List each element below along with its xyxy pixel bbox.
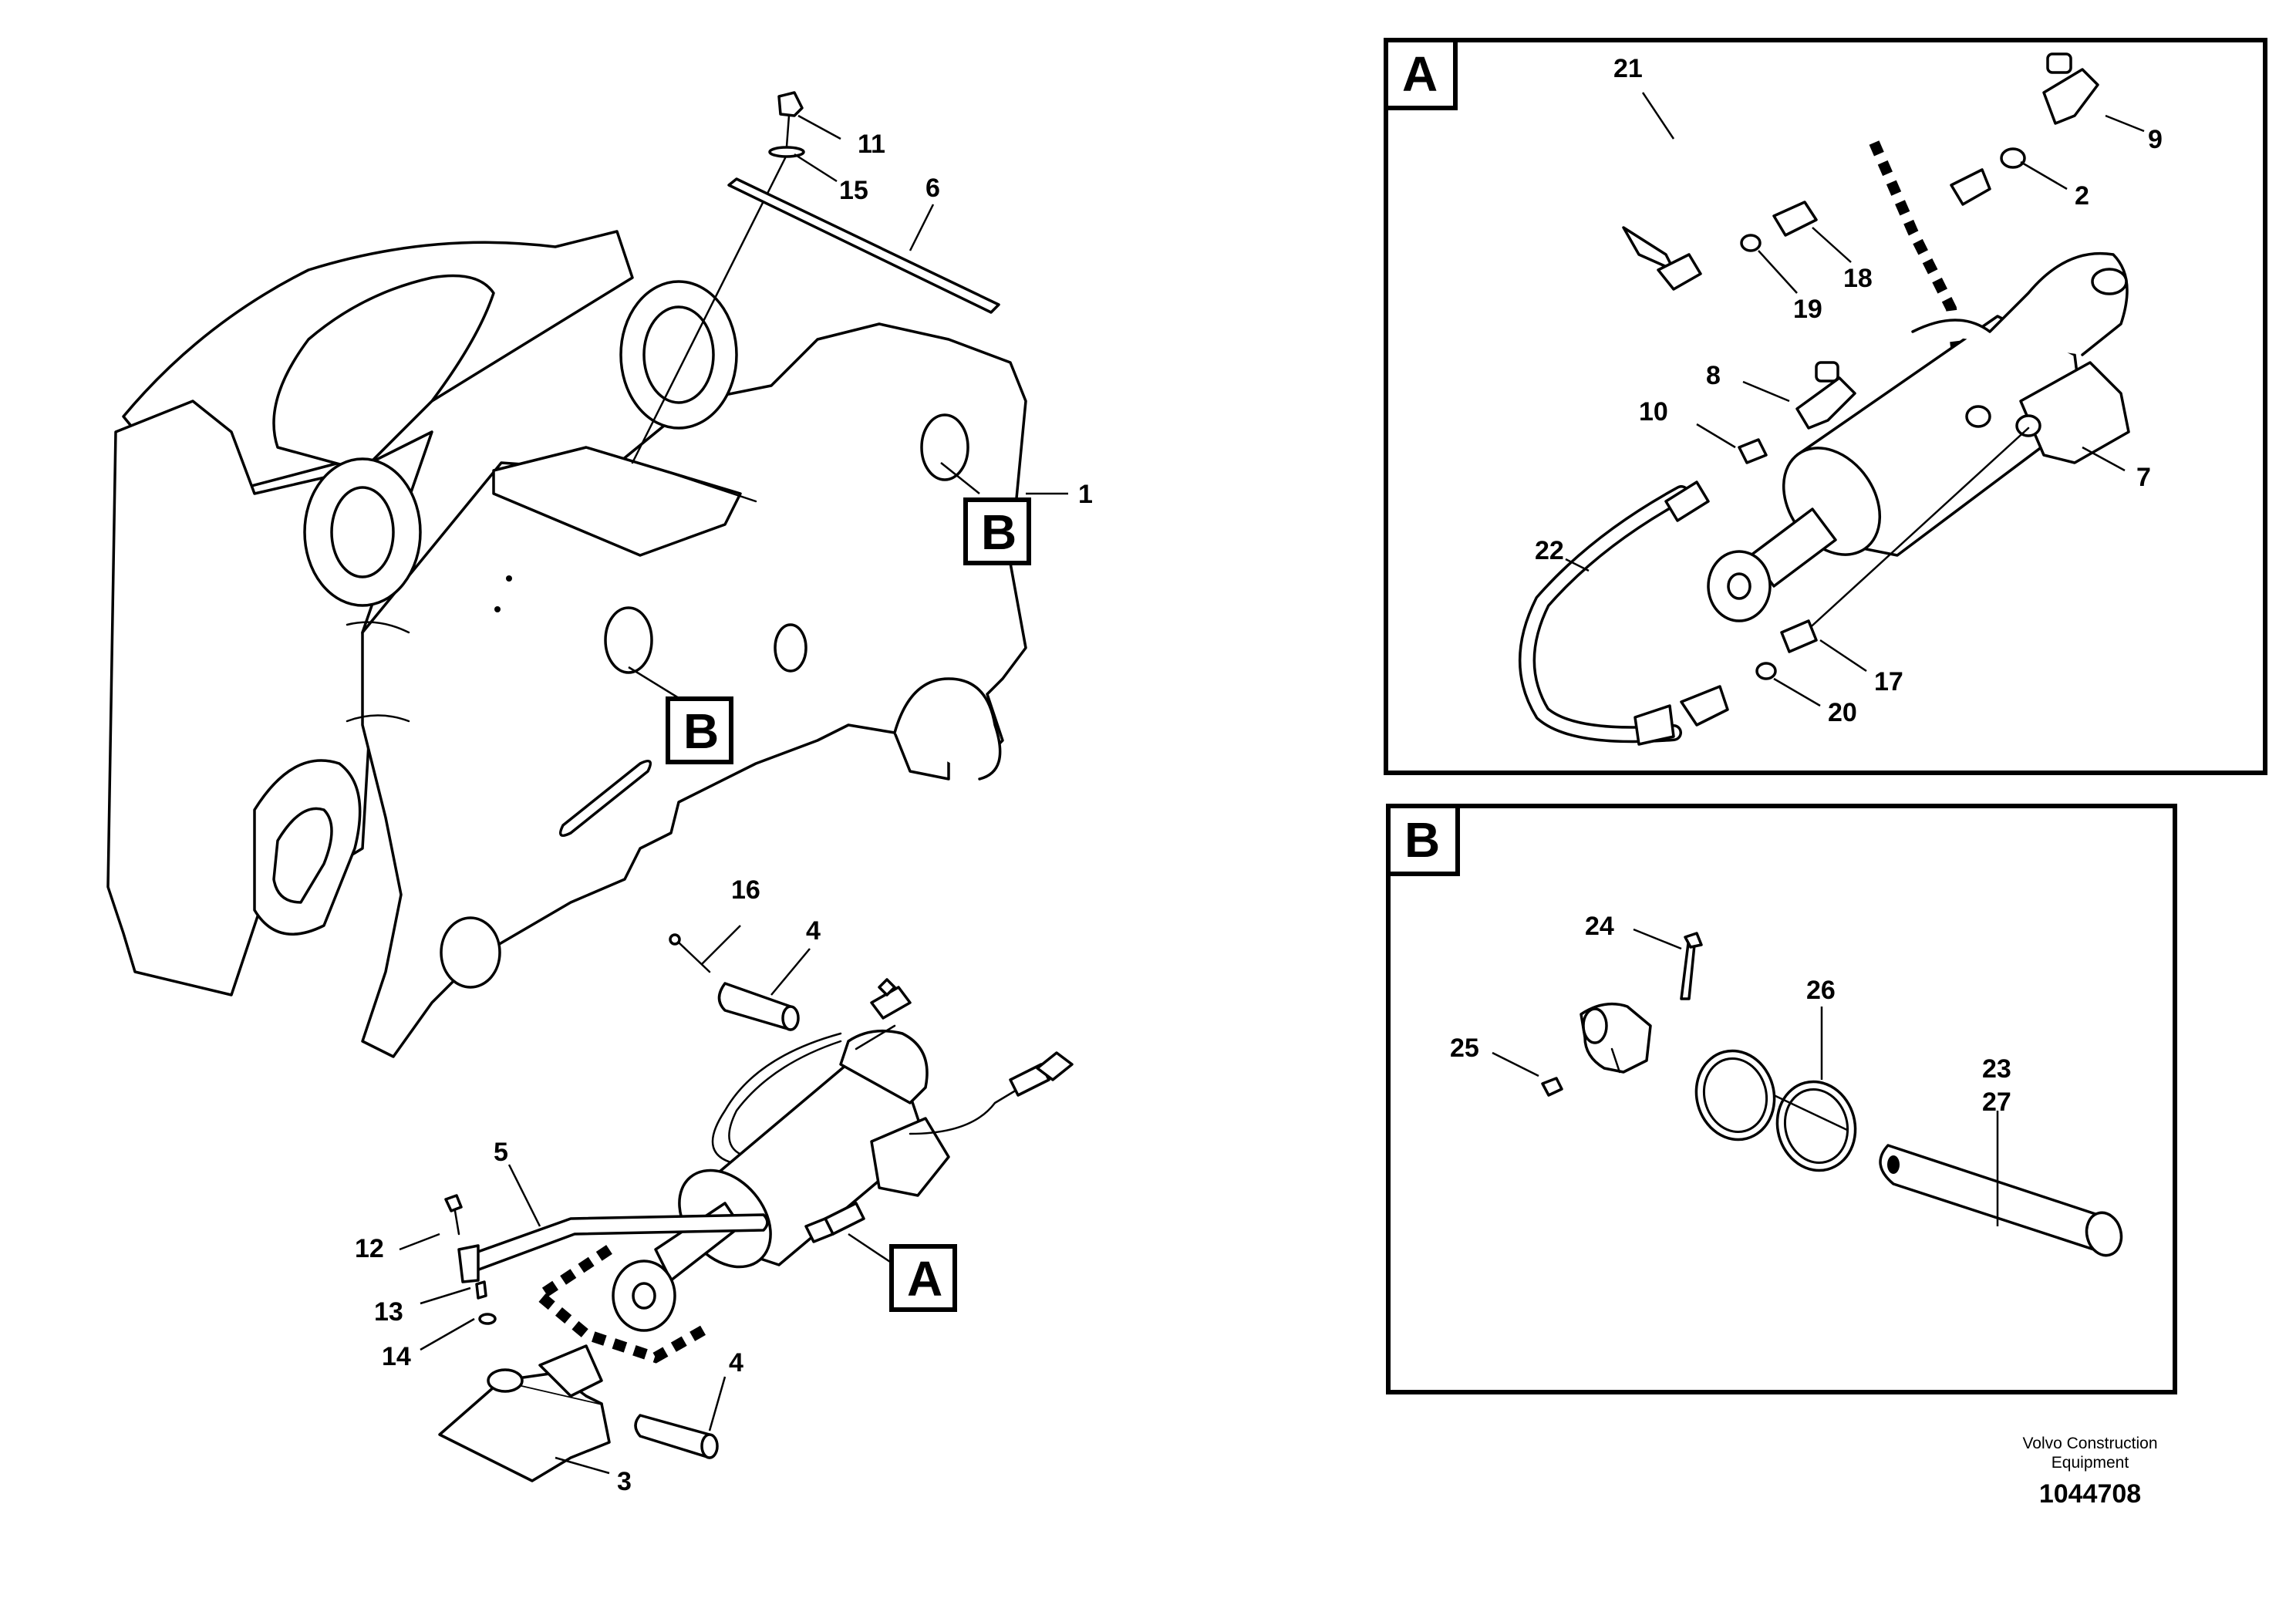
credit-block: Volvo Construction Equipment 1044708: [2022, 1435, 2157, 1509]
drawing-number: 1044708: [2039, 1479, 2141, 1509]
callout-9: 9: [2148, 125, 2163, 154]
callout-27: 27: [1982, 1088, 2011, 1117]
callout-21: 21: [1613, 54, 1643, 83]
part-12-bolt: [444, 1194, 463, 1236]
callout-4-lower: 4: [729, 1348, 743, 1378]
callout-22: 22: [1535, 536, 1564, 565]
svg-text:A: A: [907, 1251, 942, 1307]
svg-text:B: B: [981, 504, 1017, 560]
callout-20: 20: [1828, 698, 1857, 727]
callouts-main: 11 15 6 1 16 4 5 12 13 14 4 3: [355, 130, 1093, 1496]
callout-13: 13: [374, 1297, 403, 1327]
part-6-plate: [727, 177, 1000, 314]
part-4-pin-lower: [634, 1414, 719, 1459]
ref-box-b-lower: B: [666, 696, 733, 764]
callout-15: 15: [839, 176, 868, 205]
callout-16: 16: [731, 875, 760, 905]
callout-19: 19: [1793, 295, 1822, 324]
callout-25: 25: [1450, 1034, 1479, 1063]
leader-lines-detail-a: [1565, 92, 2145, 707]
callout-18: 18: [1843, 264, 1873, 293]
part-11-bolt: [631, 91, 804, 464]
callout-11: 11: [858, 130, 885, 159]
credit-company-line1: Volvo Construction: [2022, 1435, 2157, 1452]
detail-a-panel: A: [1384, 38, 2267, 775]
callouts-detail-b: 24 25 26 23 27: [1450, 912, 2011, 1117]
callout-14: 14: [382, 1342, 411, 1371]
svg-text:B: B: [683, 703, 719, 759]
part-4-pin-upper: [717, 982, 800, 1031]
detail-b-label: B: [1404, 812, 1440, 868]
detail-b-panel: B: [1386, 804, 2177, 1394]
callout-4-upper: 4: [806, 916, 821, 946]
part-13-washer: [475, 1280, 487, 1300]
quick-coupler-frame: [106, 230, 1027, 1058]
callout-12: 12: [355, 1234, 384, 1263]
detail-a-label: A: [1402, 46, 1438, 102]
callout-26: 26: [1806, 976, 1836, 1005]
callout-8: 8: [1706, 361, 1721, 390]
callout-5: 5: [494, 1138, 508, 1167]
leader-lines-main: [399, 114, 1068, 1475]
callout-6: 6: [925, 174, 940, 203]
ref-box-a: A: [889, 1244, 957, 1312]
callout-17: 17: [1874, 667, 1903, 696]
part-16-screw: [669, 933, 711, 973]
lock-cylinder-assembly: [531, 978, 1074, 1364]
callout-10: 10: [1639, 397, 1668, 427]
part-14-washer: [478, 1313, 497, 1325]
ref-box-b-upper: B: [963, 497, 1031, 565]
leader-lines-detail-b: [1492, 928, 1999, 1226]
credit-company-line2: Equipment: [2052, 1454, 2129, 1472]
callout-2: 2: [2075, 181, 2089, 211]
callout-3: 3: [617, 1467, 632, 1496]
part-5-rod: [457, 1213, 769, 1283]
callouts-detail-a: 21 9 2 18 19 8 10 7 22 17 20: [1535, 54, 2163, 727]
part-15-washer: [768, 146, 805, 158]
callout-7: 7: [2136, 463, 2151, 492]
part-3-bracket: [438, 1344, 611, 1482]
callout-24: 24: [1585, 912, 1614, 941]
callout-1: 1: [1078, 480, 1093, 509]
callout-23: 23: [1982, 1054, 2011, 1084]
